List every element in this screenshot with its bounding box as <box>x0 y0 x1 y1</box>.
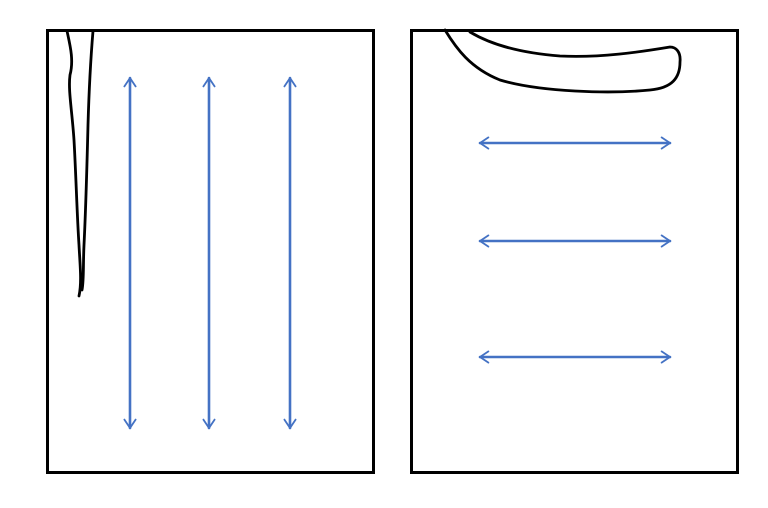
left-panel <box>46 29 375 474</box>
left-panel-slit-cut <box>65 29 95 298</box>
horizontal-arrows-group <box>478 136 672 364</box>
left-panel-frame <box>46 29 375 474</box>
right-panel <box>410 28 739 474</box>
right-panel-neck-cut <box>443 28 682 94</box>
right-panel-frame <box>410 29 739 474</box>
vertical-arrows-group <box>123 76 297 430</box>
